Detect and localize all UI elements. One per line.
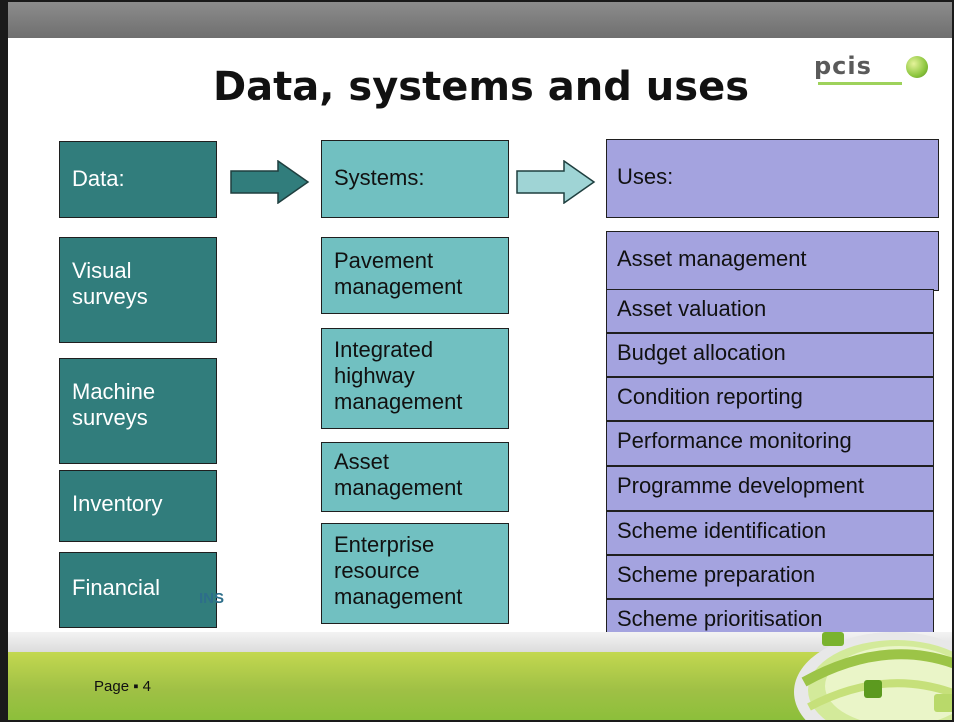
systems-item-label: Integrated highway management <box>334 337 463 414</box>
systems-item-label: Pavement management <box>334 248 463 299</box>
data-item-label: Visual surveys <box>72 258 148 309</box>
arrow-right-icon <box>516 160 596 204</box>
systems-item-box: Asset management <box>321 442 509 512</box>
uses-item-box: Condition reporting <box>606 377 934 421</box>
logo-text: pcis <box>814 52 872 80</box>
uses-item-box: Asset valuation <box>606 289 934 333</box>
uses-item-label: Asset valuation <box>617 296 767 321</box>
page-number: Page ▪ 4 <box>94 678 152 695</box>
systems-header-label: Systems: <box>334 165 425 190</box>
uses-item-box: Asset management <box>606 231 939 291</box>
uses-item-box: Scheme identification <box>606 511 934 555</box>
data-item-box: Visual surveys <box>59 237 217 343</box>
partial-logo-text: INS <box>199 590 225 607</box>
data-header-box: Data: <box>59 141 217 218</box>
data-item-box: Financial <box>59 552 217 628</box>
uses-item-label: Scheme identification <box>617 518 827 543</box>
uses-item-label: Condition reporting <box>617 384 803 409</box>
data-item-box: Inventory <box>59 470 217 542</box>
uses-item-label: Programme development <box>617 473 865 498</box>
uses-header-box: Uses: <box>606 139 939 218</box>
green-ball-icon <box>906 56 928 78</box>
systems-item-box: Integrated highway management <box>321 328 509 429</box>
uses-header-label: Uses: <box>617 164 674 189</box>
data-item-label: Inventory <box>72 491 163 516</box>
uses-item-box: Programme development <box>606 466 934 511</box>
uses-item-box: Scheme preparation <box>606 555 934 599</box>
systems-item-box: Enterprise resource management <box>321 523 509 624</box>
uses-item-box: Performance monitoring <box>606 421 934 466</box>
data-item-label: Financial <box>72 575 161 600</box>
data-header-label: Data: <box>72 166 125 191</box>
systems-item-box: Pavement management <box>321 237 509 314</box>
uses-item-label: Scheme prioritisation <box>617 606 823 631</box>
uses-item-label: Asset management <box>617 246 807 271</box>
systems-item-label: Enterprise resource management <box>334 532 463 609</box>
uses-item-label: Performance monitoring <box>617 428 852 453</box>
pcis-logo: pcis <box>814 52 934 92</box>
systems-header-box: Systems: <box>321 140 509 218</box>
uses-item-box: Budget allocation <box>606 333 934 377</box>
data-item-box: Machine surveys <box>59 358 217 464</box>
slide-title: Data, systems and uses <box>212 64 750 110</box>
arrow-right-icon <box>230 160 310 204</box>
swirl-decoration-icon <box>794 632 952 720</box>
top-bar <box>8 2 952 38</box>
systems-item-label: Asset management <box>334 449 463 500</box>
data-item-label: Machine surveys <box>72 379 156 430</box>
uses-item-label: Budget allocation <box>617 340 786 365</box>
footer-band <box>8 632 952 652</box>
logo-underline <box>818 82 902 85</box>
uses-item-label: Scheme preparation <box>617 562 816 587</box>
